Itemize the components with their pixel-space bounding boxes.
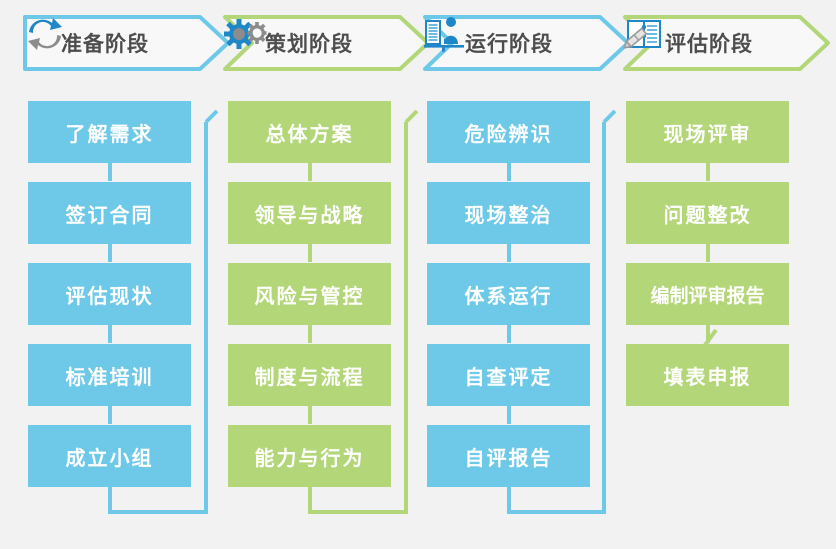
banner-chevron-shape xyxy=(223,15,430,71)
person-at-desk-icon xyxy=(424,17,464,52)
refresh-cycle-icon xyxy=(28,18,62,50)
step-connector xyxy=(706,163,710,181)
step-connector xyxy=(108,406,112,424)
flow-step-box[interactable]: 现场整治 xyxy=(427,182,590,244)
flow-step-box[interactable]: 风险与管控 xyxy=(228,263,391,325)
flow-step-box[interactable]: 填表申报 xyxy=(626,344,789,406)
flow-step-label: 领导与战略 xyxy=(254,204,365,227)
step-connector xyxy=(108,163,112,181)
flow-step-box[interactable]: 问题整改 xyxy=(626,182,789,244)
flow-step-label: 问题整改 xyxy=(663,204,752,227)
flow-step-label: 评估现状 xyxy=(65,285,154,308)
step-connector xyxy=(507,325,511,343)
step-connector xyxy=(507,163,511,181)
flow-step-label: 体系运行 xyxy=(464,285,553,308)
flow-step-label: 制度与流程 xyxy=(254,366,365,389)
stage-banner-label: 运行阶段 xyxy=(465,33,553,56)
step-connector xyxy=(706,325,710,343)
flow-step-label: 编制评审报告 xyxy=(650,285,765,307)
flow-step-label: 现场评审 xyxy=(663,123,752,146)
step-connector xyxy=(308,325,312,343)
flow-step-label: 了解需求 xyxy=(65,123,154,146)
step-connector xyxy=(108,325,112,343)
flow-step-box[interactable]: 现场评审 xyxy=(626,101,789,163)
stage-banner-label: 准备阶段 xyxy=(61,33,149,56)
stage-banner-label: 策划阶段 xyxy=(265,33,353,56)
flow-step-label: 自评报告 xyxy=(464,447,553,470)
flow-step-box[interactable]: 标准培训 xyxy=(28,344,191,406)
pencil-book-icon xyxy=(622,20,661,49)
stage-banner-run[interactable]: 运行阶段 xyxy=(422,14,632,72)
step-connector xyxy=(108,244,112,262)
flow-step-label: 成立小组 xyxy=(65,447,154,470)
flow-step-label: 风险与管控 xyxy=(254,285,365,308)
flow-step-box[interactable]: 能力与行为 xyxy=(228,425,391,487)
flow-step-box[interactable]: 评估现状 xyxy=(28,263,191,325)
flow-step-label: 填表申报 xyxy=(663,366,752,389)
step-connector xyxy=(507,244,511,262)
flow-step-label: 危险辨识 xyxy=(464,123,553,146)
stage-banner-eval[interactable]: 评估阶段 xyxy=(622,14,832,72)
flow-step-label: 现场整治 xyxy=(464,204,553,227)
flow-step-box[interactable]: 制度与流程 xyxy=(228,344,391,406)
flow-step-label: 总体方案 xyxy=(265,123,354,146)
flow-step-label: 自查评定 xyxy=(464,366,553,389)
flow-step-box[interactable]: 了解需求 xyxy=(28,101,191,163)
flow-step-label: 能力与行为 xyxy=(254,447,365,470)
flow-step-box[interactable]: 自评报告 xyxy=(427,425,590,487)
flow-step-box[interactable]: 体系运行 xyxy=(427,263,590,325)
gears-icon xyxy=(224,19,267,49)
flow-step-box[interactable]: 编制评审报告 xyxy=(626,263,789,325)
step-connector xyxy=(308,244,312,262)
flow-step-box[interactable]: 领导与战略 xyxy=(228,182,391,244)
stage-banner-plan[interactable]: 策划阶段 xyxy=(222,14,432,72)
banner-chevron-shape xyxy=(23,15,230,71)
flow-step-box[interactable]: 成立小组 xyxy=(28,425,191,487)
flow-step-box[interactable]: 总体方案 xyxy=(228,101,391,163)
flow-step-label: 签订合同 xyxy=(65,204,154,227)
flow-step-box[interactable]: 危险辨识 xyxy=(427,101,590,163)
stage-banner-prep[interactable]: 准备阶段 xyxy=(22,14,232,72)
flow-step-box[interactable]: 自查评定 xyxy=(427,344,590,406)
flow-step-label: 标准培训 xyxy=(65,366,154,389)
stage-banner-label: 评估阶段 xyxy=(665,33,753,56)
step-connector xyxy=(308,163,312,181)
flow-step-box[interactable]: 签订合同 xyxy=(28,182,191,244)
step-connector xyxy=(308,406,312,424)
step-connector xyxy=(507,406,511,424)
